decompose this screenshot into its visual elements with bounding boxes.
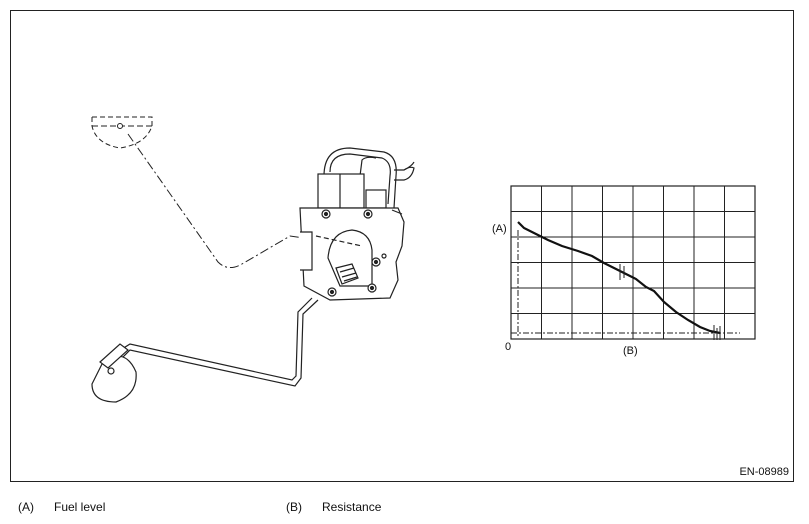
legend-key: (A) xyxy=(18,500,34,514)
float-lowered xyxy=(91,343,137,403)
resistance-curve xyxy=(517,221,721,335)
figure-frame xyxy=(10,10,794,482)
sender-unit xyxy=(299,147,415,301)
x-axis-label: (B) xyxy=(623,345,638,357)
legend-item-fuel-level: (A) Fuel level xyxy=(18,500,105,514)
legend-text: Fuel level xyxy=(54,500,106,514)
figure-id: EN-08989 xyxy=(739,466,789,478)
legend-item-resistance: (B) Resistance xyxy=(286,500,381,514)
legend-key: (B) xyxy=(286,500,302,514)
y-axis-label: (A) xyxy=(492,223,507,235)
legend-text: Resistance xyxy=(322,500,382,514)
float-raised xyxy=(91,116,153,149)
resistance-graph: (A) 0 (B) xyxy=(492,185,756,357)
float-arm-raised xyxy=(127,133,339,268)
origin-label: 0 xyxy=(505,341,511,353)
float-arm xyxy=(113,297,319,387)
